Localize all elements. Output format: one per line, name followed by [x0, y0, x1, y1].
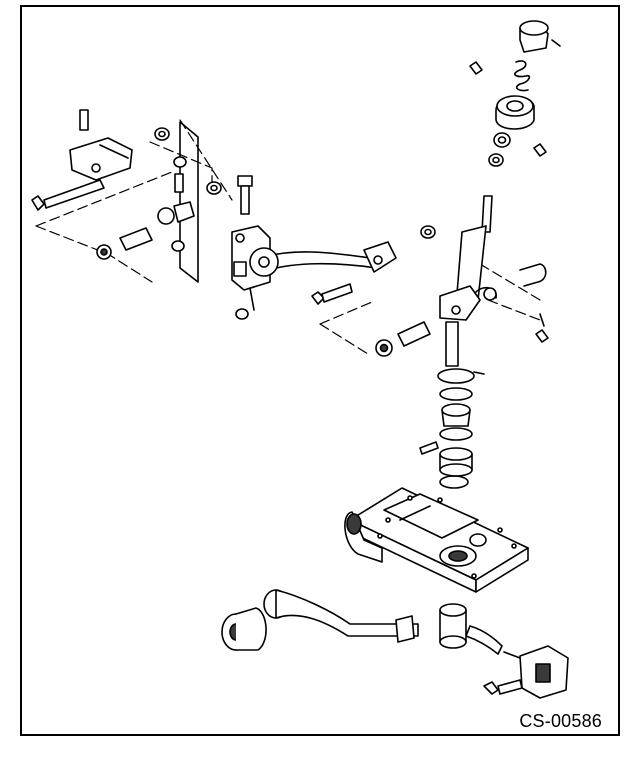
rear-mount-bracket	[483, 645, 569, 699]
lower-pivot-housing	[439, 603, 467, 649]
upper-bracket	[69, 137, 133, 181]
ring-seal-middle	[439, 427, 473, 441]
knob-boot	[488, 95, 535, 167]
gear-shift-rod	[249, 241, 397, 277]
spring-pin	[419, 441, 439, 455]
bolt-center	[311, 225, 436, 305]
ring-seal-upper	[439, 387, 473, 401]
small-screws-knob	[469, 61, 547, 157]
washer-stack-left	[154, 127, 222, 195]
bolt-left-long	[31, 179, 105, 211]
shift-cover-plate	[349, 487, 529, 593]
figure-code-label: CS-00586	[519, 711, 602, 731]
shift-knob	[519, 20, 561, 53]
bushing-left	[96, 201, 195, 260]
dashed-assembly-lines-right	[319, 263, 541, 355]
rear-rubber-bushing	[221, 589, 289, 651]
pivot-bushing	[439, 447, 473, 477]
shift-lever	[439, 195, 493, 367]
rubber-mount-left-cover	[344, 511, 383, 563]
bolt-vertical	[235, 175, 253, 320]
bushing-right	[375, 321, 431, 357]
knob-spring	[514, 60, 531, 92]
ring-seal-lower	[439, 475, 469, 489]
ball-seat	[441, 403, 471, 427]
pin-top-left	[79, 109, 89, 131]
lower-rod	[275, 589, 503, 655]
circlip	[437, 368, 485, 384]
lever-pivot-parts	[475, 263, 549, 343]
